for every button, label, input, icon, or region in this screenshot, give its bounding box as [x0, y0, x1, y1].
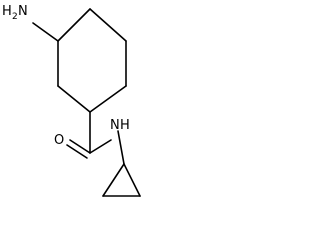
cyclopropyl-ring	[102, 163, 141, 197]
ring-bond-2	[89, 8, 127, 42]
ring-bond-1	[57, 8, 91, 42]
molecule-structure: H 2 N O N H	[2, 4, 141, 197]
amine-n-label: N	[18, 4, 28, 19]
cyclohexane-ring	[57, 8, 127, 113]
n-to-cyclopropyl-bond	[117, 130, 125, 165]
carbonyl-double-bond-inner	[66, 144, 88, 159]
ring-bond-5	[57, 85, 91, 113]
amine-h-count-label: 2	[12, 12, 18, 22]
c-nh2-bond	[32, 22, 59, 42]
amide-n-label: N	[110, 118, 120, 133]
amide-group	[66, 111, 125, 165]
carbonyl-to-n-bond	[89, 139, 112, 154]
cyclopropyl-bond-1	[102, 163, 125, 197]
carbonyl-o-label: O	[54, 133, 64, 148]
carbonyl-double-bond-outer	[69, 139, 91, 154]
amide-h-label: H	[120, 118, 130, 133]
amine-h-label: H	[2, 4, 12, 19]
cyclopropyl-bond-3	[123, 163, 141, 197]
ring-bond-4	[89, 85, 127, 113]
